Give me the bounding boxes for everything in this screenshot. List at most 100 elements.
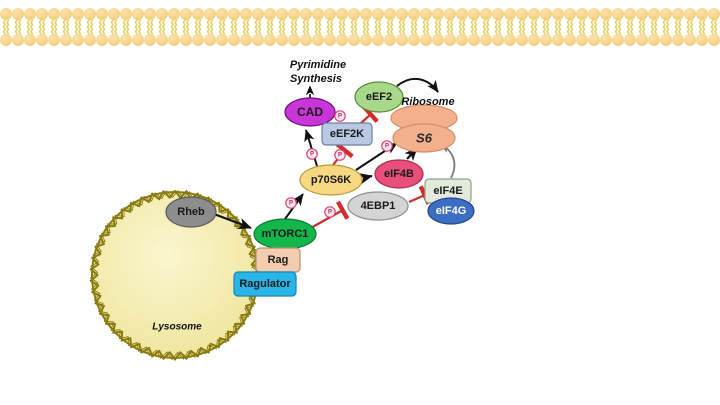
membrane-head <box>216 8 228 20</box>
membrane-tail <box>522 18 526 36</box>
membrane-head <box>600 8 612 20</box>
membrane-head <box>288 34 300 46</box>
node-ragulator[interactable]: Ragulator <box>233 271 297 297</box>
membrane-tail <box>714 18 718 36</box>
membrane-head <box>216 34 228 46</box>
node-eef2k[interactable]: eEF2K <box>321 122 373 146</box>
node-shape-fourebp1[interactable] <box>347 191 409 221</box>
membrane-head <box>168 8 180 20</box>
membrane-tail <box>234 18 238 36</box>
node-label-rheb: Rheb <box>177 206 205 218</box>
membrane-tail <box>26 18 30 36</box>
membrane-head <box>540 8 552 20</box>
membrane-tail <box>258 18 262 36</box>
membrane-tail <box>246 18 250 36</box>
edge-mtorc1-to-4ebp1 <box>308 200 350 230</box>
lysosome-membrane <box>89 189 261 361</box>
membrane-head <box>156 8 168 20</box>
membrane-tail <box>290 18 294 36</box>
membrane-tail <box>282 18 286 36</box>
membrane-head <box>396 34 408 46</box>
membrane-head <box>204 8 216 20</box>
membrane-head <box>96 8 108 20</box>
membrane-head <box>444 8 456 20</box>
membrane-head <box>276 34 288 46</box>
phospho-letter: P <box>338 152 342 158</box>
membrane-tail <box>186 18 190 36</box>
membrane-head <box>504 34 516 46</box>
membrane-head <box>324 34 336 46</box>
membrane-head <box>384 34 396 46</box>
membrane-tail <box>122 18 126 36</box>
membrane-head <box>396 8 408 20</box>
membrane-head <box>540 34 552 46</box>
phospho-badge-p-s6: P <box>381 140 393 152</box>
node-shape-p70s6k[interactable] <box>299 164 363 196</box>
membrane-tail <box>30 18 34 36</box>
membrane-tail <box>578 18 582 36</box>
membrane-tail <box>114 18 118 36</box>
node-shape-cad[interactable] <box>284 97 336 127</box>
node-label-mtorc1: mTORC1 <box>262 228 309 240</box>
membrane-tail <box>470 18 474 36</box>
membrane-tail <box>50 18 54 36</box>
membrane-head <box>480 34 492 46</box>
membrane-tail <box>206 18 210 36</box>
node-eif4b[interactable]: eIF4B <box>374 159 424 189</box>
membrane-tail <box>666 18 670 36</box>
label-pyrimidine-synthesis-line1: Pyrimidine <box>290 59 346 71</box>
membrane-tail <box>698 18 702 36</box>
membrane-head <box>480 8 492 20</box>
phospho-circle <box>306 148 318 160</box>
membrane-head <box>24 34 36 46</box>
membrane-head <box>348 8 360 20</box>
membrane-head <box>552 8 564 20</box>
membrane-tail <box>450 18 454 36</box>
node-shape-ragulator[interactable] <box>233 271 297 297</box>
phospho-letter: P <box>385 143 389 149</box>
membrane-tail <box>138 18 142 36</box>
node-fourebp1[interactable]: 4EBP1 <box>347 191 409 221</box>
membrane-head <box>528 34 540 46</box>
node-rheb[interactable]: Rheb <box>165 196 217 228</box>
membrane-tail <box>366 18 370 36</box>
node-shape-rheb[interactable] <box>165 196 217 228</box>
membrane-head <box>492 34 504 46</box>
membrane-tail <box>254 18 258 36</box>
node-eif4g[interactable]: eIF4G <box>427 197 475 225</box>
node-shape-eif4g[interactable] <box>427 197 475 225</box>
membrane-tail <box>150 18 154 36</box>
membrane-head <box>612 8 624 20</box>
node-shape-eef2k[interactable] <box>321 122 373 146</box>
membrane-tail <box>638 18 642 36</box>
node-eef2[interactable]: eEF2 <box>354 81 404 113</box>
ribosome-small-subunit[interactable] <box>392 123 456 153</box>
membrane-head <box>468 8 480 20</box>
node-shape-eif4b[interactable] <box>374 159 424 189</box>
node-s6[interactable]: S6 <box>390 104 458 153</box>
node-mtorc1[interactable]: mTORC1 <box>253 218 317 250</box>
node-rag[interactable]: Rag <box>255 247 301 273</box>
membrane-tail <box>630 18 634 36</box>
node-label-cad: CAD <box>297 105 323 119</box>
node-shape-eef2[interactable] <box>354 81 404 113</box>
membrane-head <box>672 34 684 46</box>
phospho-letter: P <box>289 200 293 206</box>
membrane-tail <box>594 18 598 36</box>
lysosome-membrane-inner <box>89 190 261 361</box>
membrane-tail <box>426 18 430 36</box>
membrane-head <box>84 34 96 46</box>
phospho-letter: P <box>338 113 342 119</box>
node-cad[interactable]: CAD <box>284 97 336 127</box>
membrane-head <box>168 34 180 46</box>
membrane-tail <box>170 18 174 36</box>
membrane-tail <box>174 18 178 36</box>
membrane-tail <box>422 18 426 36</box>
membrane-head <box>72 34 84 46</box>
node-p70s6k[interactable]: p70S6K <box>299 164 363 196</box>
membrane-tail <box>686 18 690 36</box>
membrane-head <box>84 8 96 20</box>
membrane-tail <box>446 18 450 36</box>
